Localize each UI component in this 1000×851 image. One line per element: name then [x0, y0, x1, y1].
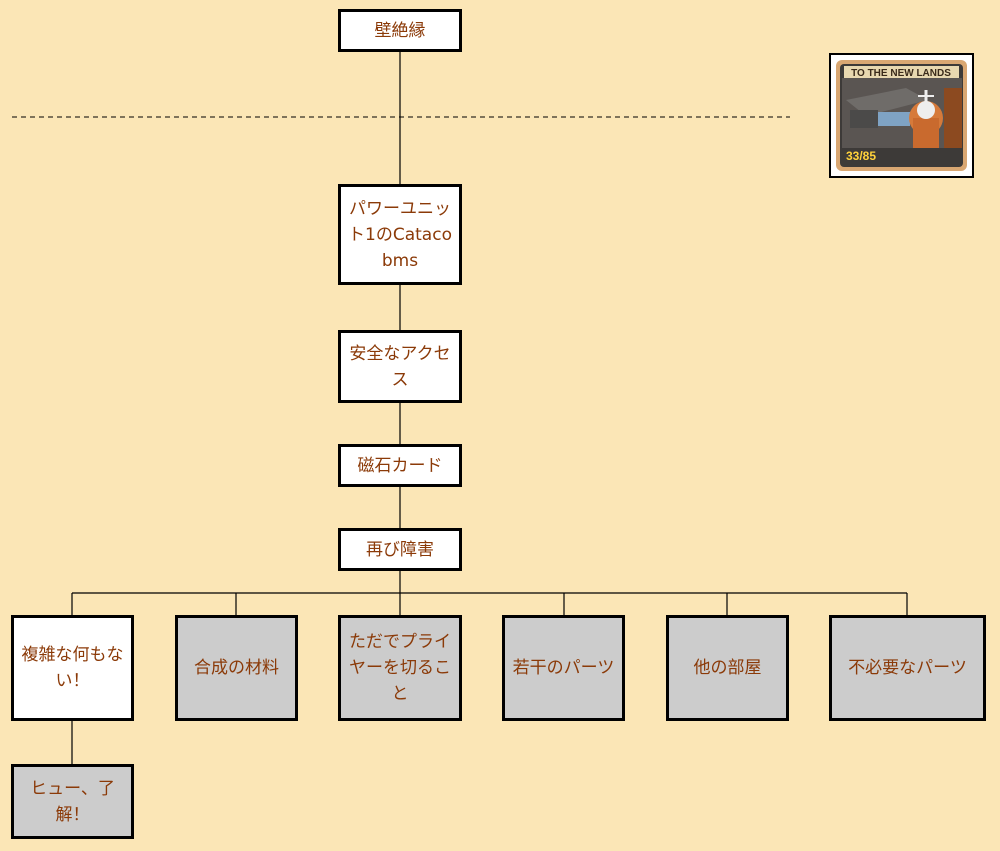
- node-chain-1-label: パワーユニット1のCatacobms: [348, 198, 452, 271]
- game-thumbnail[interactable]: TO THE NEW LANDS 33/85: [829, 53, 974, 178]
- node-branch-6[interactable]: 不必要なパーツ: [829, 615, 986, 721]
- node-root[interactable]: 壁絶縁: [338, 9, 462, 52]
- node-chain-2[interactable]: 安全なアクセス: [338, 330, 462, 403]
- node-chain-3-label: 磁石カード: [357, 455, 443, 476]
- node-branch-2[interactable]: 合成の材料: [175, 615, 298, 721]
- node-branch-6-label: 不必要なパーツ: [848, 658, 967, 678]
- thumbnail-banner: TO THE NEW LANDS: [851, 68, 951, 79]
- node-branch-4-label: 若干のパーツ: [512, 658, 615, 678]
- thumbnail-image: TO THE NEW LANDS 33/85: [836, 60, 967, 171]
- node-branch-5-label: 他の部屋: [693, 658, 762, 678]
- node-sub[interactable]: ヒュー、了解！: [11, 764, 134, 839]
- node-chain-4-label: 再び障害: [366, 539, 434, 560]
- node-chain-2-label: 安全なアクセス: [349, 343, 451, 390]
- thumbnail-counter: 33/85: [846, 149, 876, 163]
- node-branch-2-label: 合成の材料: [194, 658, 279, 678]
- node-chain-3[interactable]: 磁石カード: [338, 444, 462, 487]
- node-root-label: 壁絶縁: [374, 20, 426, 41]
- node-branch-5[interactable]: 他の部屋: [666, 615, 789, 721]
- node-sub-label: ヒュー、了解！: [30, 778, 115, 825]
- node-branch-4[interactable]: 若干のパーツ: [502, 615, 625, 721]
- node-branch-3[interactable]: ただでプライヤーを切ること: [338, 615, 462, 721]
- node-chain-4[interactable]: 再び障害: [338, 528, 462, 571]
- node-branch-1[interactable]: 複雑な何もない！: [11, 615, 134, 721]
- node-chain-1[interactable]: パワーユニット1のCatacobms: [338, 184, 462, 285]
- node-branch-1-label: 複雑な何もない！: [21, 645, 124, 691]
- node-branch-3-label: ただでプライヤーを切ること: [349, 632, 451, 704]
